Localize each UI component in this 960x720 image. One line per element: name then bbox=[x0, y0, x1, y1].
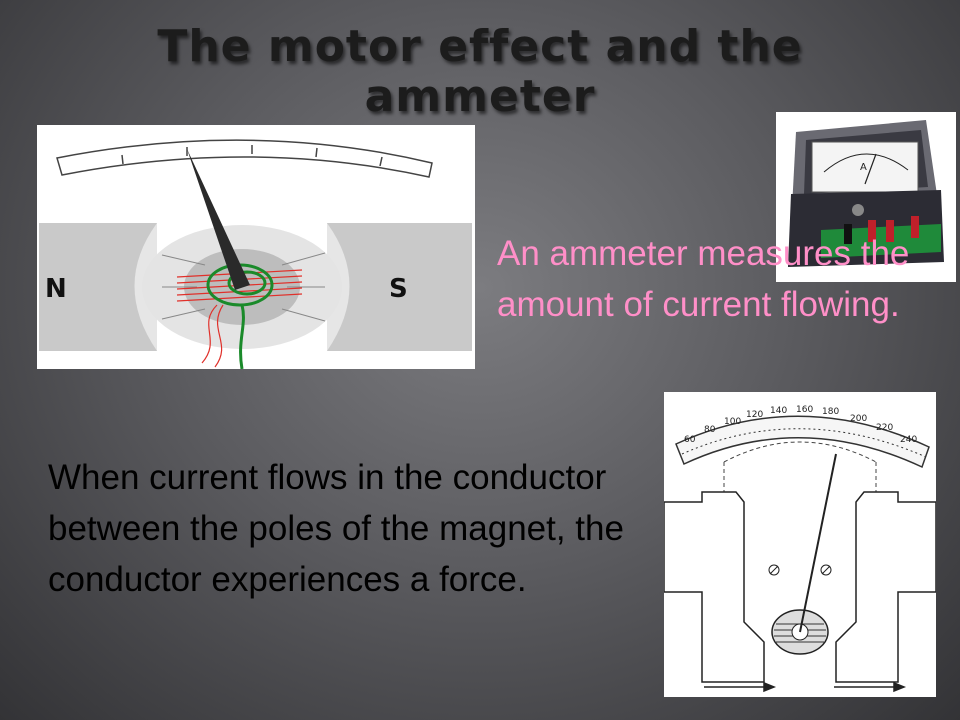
moving-coil-meter-diagram: 60 80 100 120 140 160 180 200 220 240 bbox=[664, 392, 936, 697]
scale-label-160: 160 bbox=[796, 405, 813, 415]
scale-label-60: 60 bbox=[684, 435, 696, 445]
motor-effect-description: When current flows in the conductor betw… bbox=[48, 458, 624, 599]
scale-label-240: 240 bbox=[900, 435, 917, 445]
scale-label-220: 220 bbox=[876, 423, 893, 433]
scale-label-80: 80 bbox=[704, 425, 716, 435]
motor-effect-diagram: N S bbox=[37, 125, 475, 369]
ammeter-unit-label: A bbox=[860, 162, 867, 173]
scale-label-100: 100 bbox=[724, 417, 741, 427]
ammeter-description: An ammeter measures the amount of curren… bbox=[497, 234, 910, 324]
south-pole-label: S bbox=[389, 274, 408, 304]
ammeter-photo: A bbox=[776, 112, 956, 282]
slide-title: The motor effect and the ammeter bbox=[157, 21, 803, 122]
north-pole-label: N bbox=[45, 274, 67, 304]
scale-label-120: 120 bbox=[746, 410, 763, 420]
scale-label-140: 140 bbox=[770, 406, 787, 416]
scale-label-200: 200 bbox=[850, 414, 867, 424]
scale-label-180: 180 bbox=[822, 407, 839, 417]
